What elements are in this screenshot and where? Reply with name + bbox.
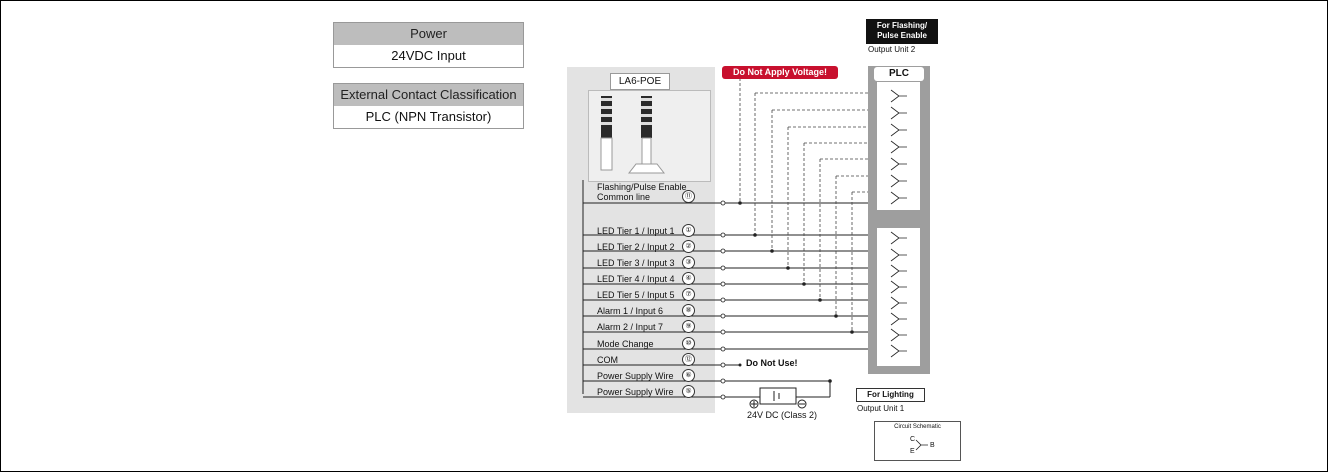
pin-label: Power Supply Wire: [597, 371, 674, 381]
pin-label: Alarm 2 / Input 7: [597, 322, 664, 332]
collector-label: C: [910, 436, 916, 443]
pin-number: ⑩: [682, 337, 695, 350]
flash-line-label-1: Flashing/Pulse Enable: [597, 182, 687, 192]
pin-number: ⑤: [682, 385, 695, 398]
transistor-array-icon: [890, 89, 907, 205]
power-table: Power 24VDC Input: [333, 22, 524, 68]
power-table-value: 24VDC Input: [334, 45, 523, 67]
output-unit-1-label: Output Unit 1: [857, 404, 905, 413]
pin-label: LED Tier 2 / Input 2: [597, 242, 675, 252]
pin-number: ⑧: [682, 304, 695, 317]
base-label: B: [930, 442, 935, 449]
output-unit-2-label: Output Unit 2: [868, 45, 916, 54]
lamp-illustration-box: [588, 90, 711, 182]
pin-label: COM: [597, 355, 618, 365]
pin-number: ⑥: [682, 369, 695, 382]
warning-banner: Do Not Apply Voltage!: [722, 66, 838, 79]
power-supply-label: 24V DC (Class 2): [747, 410, 818, 420]
circuit-schematic-legend: Circuit Schematic C B E: [874, 421, 961, 461]
contact-table-header: External Contact Classification: [334, 84, 523, 106]
emitter-label: E: [910, 448, 915, 455]
output-unit-2-badge-line1: For Flashing/: [876, 21, 928, 30]
pin-label: Mode Change: [597, 339, 654, 349]
pin-number: ⑦: [682, 288, 695, 301]
pin-number: ②: [682, 240, 695, 253]
output-unit-2-box: [877, 82, 920, 210]
transistor-icon: [915, 439, 928, 451]
plc-label: PLC: [874, 67, 924, 81]
pin-number: ④: [682, 272, 695, 285]
output-unit-1-box: [877, 228, 920, 366]
do-not-use-label: Do Not Use!: [746, 358, 798, 368]
pin-label: LED Tier 5 / Input 5: [597, 290, 675, 300]
circuit-schematic-title: Circuit Schematic: [894, 424, 941, 430]
flash-line-label-2: Common line: [597, 192, 651, 202]
pin-label: Power Supply Wire: [597, 387, 674, 397]
pin-label: Alarm 1 / Input 6: [597, 306, 664, 316]
contact-table-value: PLC (NPN Transistor): [334, 106, 523, 128]
flash-line-number: ⑪: [682, 190, 695, 203]
pin-number: ①: [682, 224, 695, 237]
contact-table: External Contact Classification PLC (NPN…: [333, 83, 524, 129]
pin-number: ③: [682, 256, 695, 269]
power-table-header: Power: [334, 23, 523, 45]
output-unit-2-badge-line2: Pulse Enable: [877, 31, 927, 40]
output-unit-2-badge: For Flashing/ Pulse Enable: [866, 19, 938, 44]
signal-tower-icon: [600, 96, 666, 174]
pin-label: LED Tier 4 / Input 4: [597, 274, 675, 284]
output-unit-1-badge: For Lighting: [856, 388, 925, 402]
pin-number: ⑫: [682, 353, 695, 366]
transistor-array-icon: [890, 231, 907, 358]
pin-label: LED Tier 1 / Input 1: [597, 226, 675, 236]
pin-label: LED Tier 3 / Input 3: [597, 258, 675, 268]
device-title: LA6-POE: [610, 73, 670, 90]
pin-number: ⑨: [682, 320, 695, 333]
